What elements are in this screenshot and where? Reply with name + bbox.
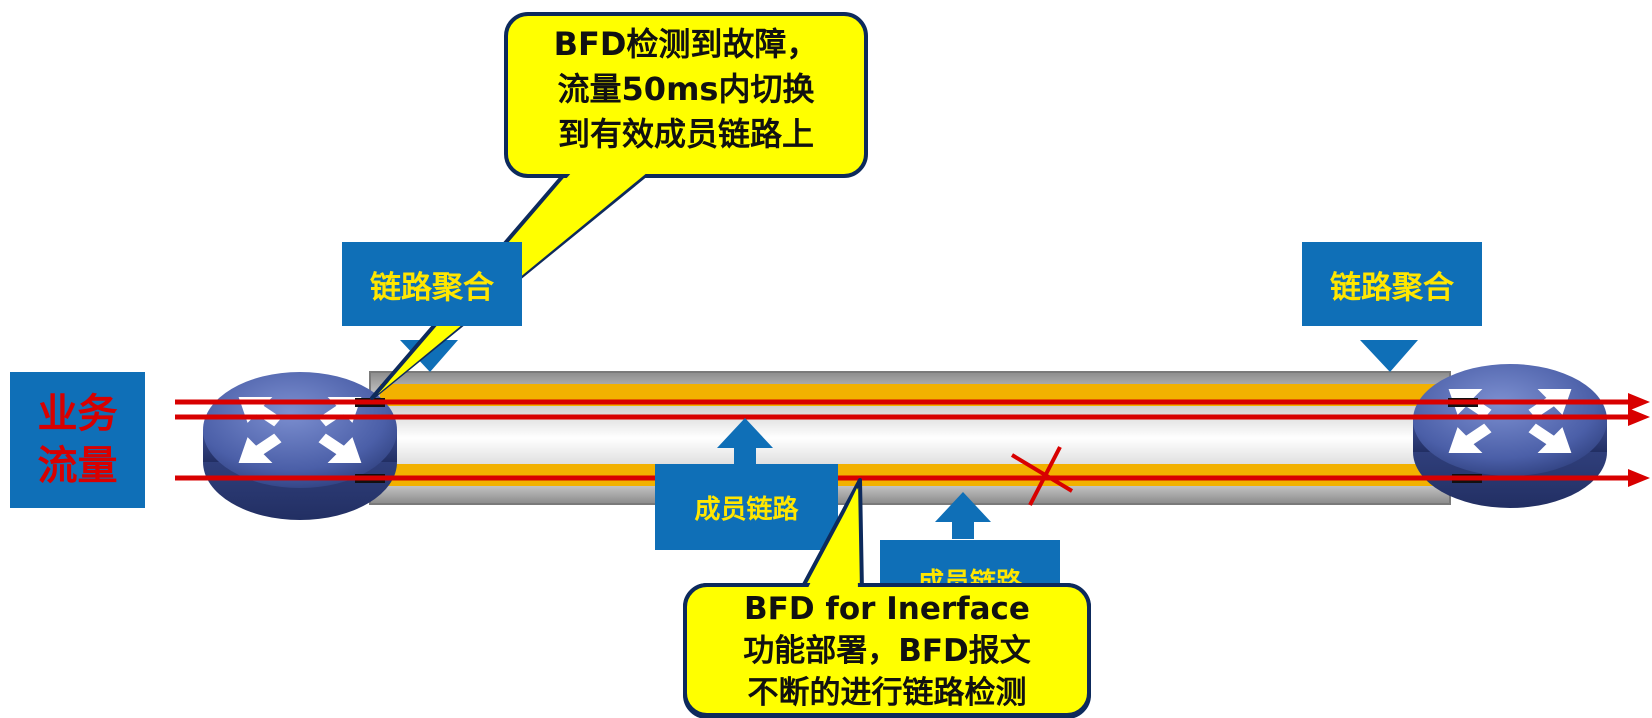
callout-top-text: BFD检测到故障， 流量50ms内切换 到有效成员链路上 xyxy=(506,22,866,157)
callout-bottom-line3: 不断的进行链路检测 xyxy=(747,675,1027,711)
link-aggregation-label-left: 链路聚合 xyxy=(342,242,522,326)
arrowhead xyxy=(1628,408,1650,426)
callout-bottom-text: BFD for Inerface 功能部署，BFD报文 不断的进行链路检测 xyxy=(685,588,1089,714)
callout-top-line1: BFD检测到故障， xyxy=(553,25,819,63)
traffic-label-line1: 业务 xyxy=(37,391,118,437)
traffic-lines xyxy=(175,399,1632,481)
aggregation-bundle xyxy=(369,371,1451,505)
callout-bottom-line1: BFD for Inerface xyxy=(744,591,1030,627)
link-aggregation-text-left: 链路聚合 xyxy=(370,269,494,306)
traffic-arrowheads xyxy=(1628,393,1650,487)
traffic-label-line2: 流量 xyxy=(37,443,118,489)
member-link-label-1: 成员链路 xyxy=(655,464,838,550)
router-left xyxy=(203,372,397,520)
link-aggregation-text-right: 链路聚合 xyxy=(1330,269,1454,306)
member-link-text-1: 成员链路 xyxy=(694,494,799,525)
callout-top-line2: 流量50ms内切换 xyxy=(557,70,815,108)
router-right xyxy=(1413,364,1607,508)
x-mark-icon xyxy=(1010,446,1074,506)
member-link-bottom-band xyxy=(380,464,1445,486)
arrowhead xyxy=(1628,469,1650,487)
arrowhead xyxy=(1628,393,1650,411)
link-aggregation-label-right: 链路聚合 xyxy=(1302,242,1482,326)
callout-top-line3: 到有效成员链路上 xyxy=(557,115,814,153)
traffic-label-box: 业务 流量 xyxy=(10,372,145,508)
callout-bottom-line2: 功能部署，BFD报文 xyxy=(743,633,1031,669)
pointer-down-right xyxy=(1360,340,1418,372)
pointer-up-member-1 xyxy=(717,418,773,465)
pointer-up-member-2 xyxy=(935,492,991,539)
